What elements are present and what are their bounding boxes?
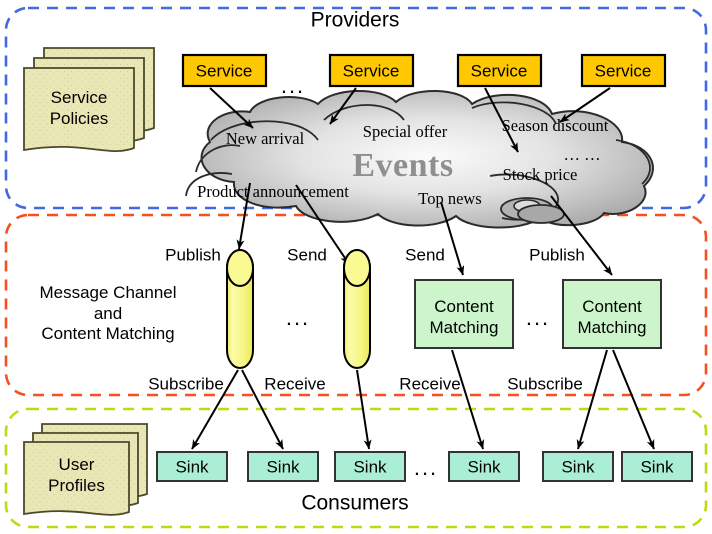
content-matching-1-line1: Content	[434, 297, 494, 316]
service-box-2[interactable]	[328, 53, 415, 88]
service-box-3[interactable]	[456, 53, 543, 88]
content-matching-2-line2: Matching	[577, 318, 647, 338]
service-policies-label: Service Policies	[24, 88, 134, 129]
sink-box-1-label: Sink	[175, 457, 209, 477]
middleware-caption-line2: and	[93, 303, 123, 323]
edge-label-receive-1: Receive	[264, 374, 326, 394]
content-matching-1-label: Content Matching	[415, 296, 513, 339]
edge-label-send-2: Send	[405, 245, 445, 265]
event-label-top-news: Top news	[418, 188, 482, 208]
events-cloud	[185, 90, 654, 229]
user-profiles-label: User Profiles	[24, 455, 129, 496]
user-profiles-doc	[23, 423, 148, 516]
arrow-service-to-cloud	[209, 87, 611, 153]
middleware-caption-line1: Message Channel	[39, 283, 177, 302]
service-box-3-label: Service	[470, 61, 528, 81]
service-box-4[interactable]	[580, 53, 667, 88]
service-policies-doc	[23, 47, 155, 152]
sink-box-2[interactable]	[247, 451, 319, 482]
message-channel-1[interactable]	[226, 249, 254, 369]
zone-consumers-border	[4, 407, 708, 529]
sink-box-5-label: Sink	[561, 457, 595, 477]
user-profiles-line2: Profiles	[48, 475, 105, 495]
edge-label-receive-2: Receive	[399, 374, 461, 394]
service-policies-line2: Policies	[49, 108, 109, 128]
arrow-cloud-to-channel	[236, 182, 613, 276]
sink-box-3-label: Sink	[353, 457, 387, 477]
event-label-special-offer: Special offer	[362, 121, 448, 141]
sink-box-4[interactable]	[448, 451, 520, 482]
sink-box-4-label: Sink	[467, 457, 501, 477]
content-matching-2[interactable]	[562, 279, 662, 349]
sink-box-6-label: Sink	[640, 457, 674, 477]
edge-label-publish-1: Publish	[165, 245, 221, 265]
service-box-1-label: Service	[195, 61, 253, 81]
matchers-ellipsis: ...	[525, 305, 551, 330]
edge-label-publish-2: Publish	[529, 245, 585, 265]
channels-ellipsis: ...	[285, 305, 311, 330]
message-channel-2[interactable]	[343, 249, 371, 369]
zone-title-consumers: Consumers	[301, 491, 409, 515]
service-box-4-label: Service	[594, 61, 652, 81]
events-cloud-title: Events	[352, 147, 454, 184]
sink-box-2-label: Sink	[266, 457, 300, 477]
zone-title-providers: Providers	[310, 8, 400, 32]
arrow-channel-to-sink	[191, 349, 655, 450]
event-label-product-announcement: Product announcement	[197, 181, 349, 201]
event-label-new-arrival: New arrival	[225, 128, 305, 148]
event-label-season-discount: Season discount	[501, 115, 609, 135]
edge-label-subscribe-1: Subscribe	[148, 374, 224, 394]
content-matching-1-line2: Matching	[429, 318, 499, 338]
zone-providers-border	[4, 6, 708, 210]
edge-label-send-1: Send	[287, 245, 327, 265]
sink-box-1[interactable]	[156, 451, 228, 482]
content-matching-1[interactable]	[414, 279, 514, 349]
content-matching-2-label: Content Matching	[563, 296, 661, 339]
sink-box-5[interactable]	[542, 451, 614, 482]
event-label-more: … …	[563, 144, 601, 164]
service-box-2-label: Service	[342, 61, 400, 81]
sinks-ellipsis: ...	[413, 455, 439, 480]
middleware-caption: Message Channel and Content Matching	[18, 283, 198, 345]
service-policies-line1: Service	[50, 88, 108, 107]
service-box-1[interactable]	[181, 53, 268, 88]
providers-ellipsis: ...	[280, 73, 306, 98]
user-profiles-line1: User	[58, 455, 95, 474]
sink-box-6[interactable]	[621, 451, 693, 482]
content-matching-2-line1: Content	[582, 297, 642, 316]
edge-label-subscribe-2: Subscribe	[507, 374, 583, 394]
sink-box-3[interactable]	[334, 451, 406, 482]
middleware-caption-line3: Content Matching	[41, 324, 175, 344]
event-label-stock-price: Stock price	[502, 164, 578, 184]
